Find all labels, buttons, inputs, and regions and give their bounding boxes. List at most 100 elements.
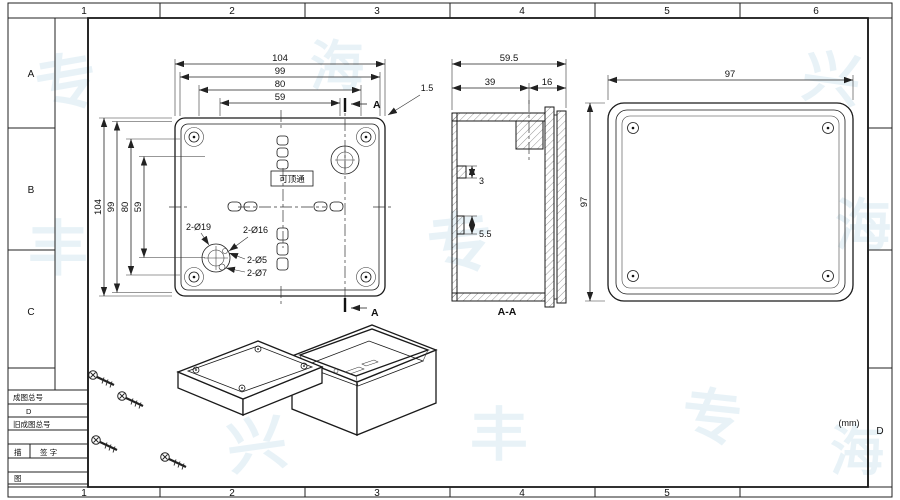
- title-block-row3: 旧成图总号: [13, 419, 51, 429]
- dim-label: 97: [579, 197, 590, 208]
- label-2xd19: 2-Ø19: [186, 222, 211, 232]
- watermark-glyph: 兴: [222, 408, 291, 483]
- front-dim-104-top: 104: [174, 53, 386, 116]
- iso-body-slots: [333, 359, 379, 375]
- knockout-bottom-left: [201, 243, 231, 273]
- iso-body: [290, 324, 438, 436]
- rear-outline: [607, 102, 854, 302]
- front-dim-104-left: 104: [93, 117, 172, 297]
- dim-label: 3: [479, 176, 484, 186]
- section-left-wall: [451, 112, 458, 302]
- title-block-row2: D: [26, 407, 32, 416]
- label-2xd16: 2-Ø16: [243, 225, 268, 235]
- dim-label: 39: [485, 77, 496, 88]
- dim-label: 16: [542, 77, 553, 88]
- screw-icon: [117, 391, 144, 409]
- section-letter-bottom: A: [371, 307, 379, 319]
- grid-bottom-3: 3: [374, 488, 380, 499]
- hole-callouts: 2-Ø19 2-Ø16 2-Ø5 2-Ø7: [186, 222, 268, 278]
- iso-lid: [176, 340, 324, 416]
- grid-bottom-5: 5: [664, 488, 670, 499]
- watermark: 专 海 兴 丰 专 海 兴 丰 专 海: [28, 37, 891, 483]
- section-trace: A A: [343, 98, 381, 319]
- grid-bottom-1: 1: [81, 488, 87, 499]
- section-boss: [515, 120, 544, 150]
- section-bottom-wall: [451, 292, 546, 302]
- front-dim-59-top: 59: [219, 92, 341, 116]
- label-2xd5: 2-Ø5: [247, 255, 267, 265]
- grid-top-5: 5: [664, 6, 670, 17]
- front-view: 可顶通 A A: [93, 53, 433, 319]
- sheet-frame: 1 2 3 4 5 6 1 2 3 4 5 A B C D: [7, 2, 893, 499]
- rear-view: 97 97: [579, 69, 854, 302]
- knockout-slots-middle: [227, 201, 344, 212]
- rear-dim-width: 97: [607, 69, 854, 100]
- grid-left-b: B: [28, 185, 35, 196]
- grid-top-1: 1: [81, 6, 87, 17]
- section-top-wall: [451, 112, 546, 122]
- dim-label: 97: [725, 69, 736, 80]
- section-dim-lid: 16: [529, 77, 566, 92]
- section-lid-outer: [556, 110, 567, 304]
- screw-icon: [160, 452, 187, 470]
- units-note: (mm): [839, 418, 860, 428]
- iso-screws: [88, 370, 187, 470]
- knockout-note-box: 可顶通: [270, 170, 314, 187]
- rear-corner-screw-holes: [627, 122, 834, 282]
- rear-dim-height: 97: [579, 102, 605, 302]
- section-view-label: A-A: [498, 306, 517, 318]
- watermark-glyph: 丰: [470, 403, 528, 468]
- grid-bottom-2: 2: [229, 488, 235, 499]
- front-centerlines: [169, 110, 391, 304]
- dim-label: 104: [93, 199, 104, 215]
- section-step-2: [456, 215, 465, 235]
- dim-label: 59: [133, 202, 144, 213]
- section-letter-top: A: [373, 99, 381, 111]
- rear-inner-outline: [615, 109, 846, 295]
- dim-label: 1.5: [421, 83, 434, 93]
- isometric-view: [88, 324, 438, 470]
- front-corner-screw-holes: [184, 127, 376, 287]
- section-view: 59.5 39 16 3 5.5 A-A: [451, 53, 567, 318]
- section-dim-total: 59.5: [451, 53, 567, 110]
- section-lid-inner: [544, 106, 555, 308]
- title-block-row1: 成图总号: [13, 392, 43, 402]
- title-block-row4-left: 描: [14, 447, 22, 457]
- watermark-glyph: 海: [830, 422, 884, 482]
- screw-icon: [88, 370, 115, 388]
- title-block: 成图总号 D 旧成图总号 描 签 字 图: [8, 389, 88, 485]
- grid-left-c: C: [27, 307, 34, 318]
- dim-label: 80: [275, 79, 286, 90]
- grid-left-a: A: [28, 69, 35, 80]
- section-step-1: [456, 165, 467, 179]
- front-dim-99-top: 99: [179, 66, 381, 116]
- dim-label: 104: [272, 53, 288, 64]
- grid-top-4: 4: [519, 6, 525, 17]
- watermark-glyph: 专: [679, 381, 746, 454]
- dim-label: 80: [120, 202, 131, 213]
- knockout-slots-top: [276, 135, 289, 170]
- knockout-slots-bottom: [276, 227, 289, 271]
- section-dim-step1: 3: [466, 165, 484, 186]
- rear-inner-outline-2: [621, 115, 840, 289]
- dim-label: 59: [275, 92, 286, 103]
- knockout-note-label: 可顶通: [279, 174, 305, 184]
- grid-top-2: 2: [229, 6, 235, 17]
- watermark-glyph: 海: [310, 37, 364, 97]
- front-dim-59-left: 59: [133, 156, 205, 258]
- grid-right-d: D: [876, 426, 883, 437]
- watermark-glyph: 海: [835, 194, 891, 257]
- grid-top-6: 6: [813, 6, 819, 17]
- dim-label: 5.5: [479, 229, 492, 239]
- grid-top-3: 3: [374, 6, 380, 17]
- dim-label: 99: [106, 202, 117, 213]
- title-block-row4-right: 签 字: [40, 447, 57, 457]
- front-dim-99-left: 99: [106, 121, 172, 293]
- dim-label: 99: [275, 66, 286, 77]
- front-dim-80-left: 80: [120, 138, 180, 276]
- section-dim-body: 39: [452, 77, 530, 104]
- section-dim-step2: 5.5: [464, 215, 492, 239]
- label-2xd7: 2-Ø7: [247, 268, 267, 278]
- title-block-row5: 图: [14, 474, 22, 483]
